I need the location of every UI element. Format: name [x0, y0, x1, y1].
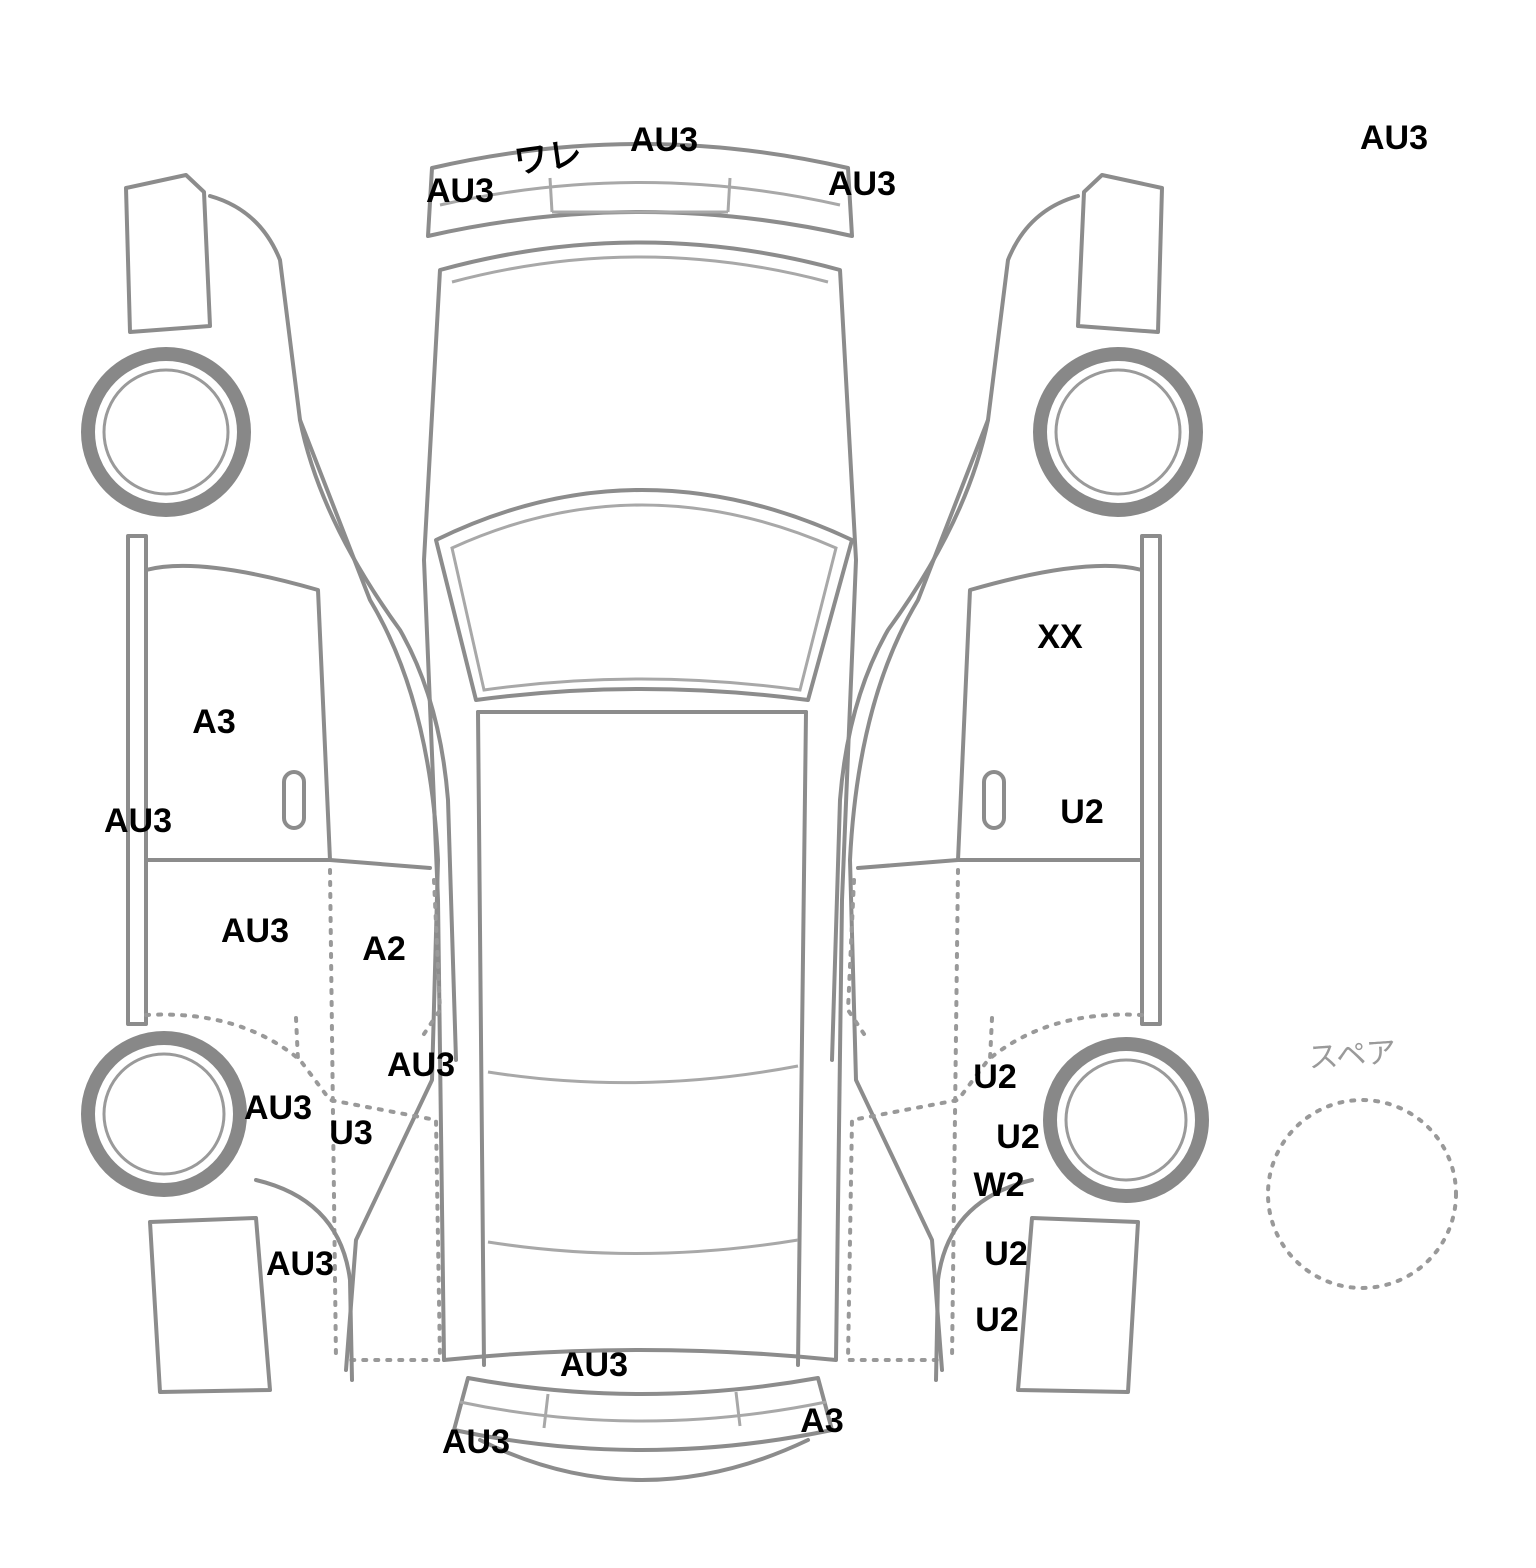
- spare-tire-icon: [1266, 1098, 1458, 1290]
- right-side-car: [830, 173, 1209, 1394]
- right-front-wheel: [1033, 347, 1203, 517]
- mark-left-quarter-mid: AU3: [243, 1089, 313, 1127]
- mark-left-quarter-lower: AU3: [265, 1245, 335, 1283]
- mark-left-front-door: A3: [192, 703, 236, 741]
- mark-right-quarter-4: U2: [975, 1301, 1019, 1339]
- mark-front-bumper-crack: ワレ: [511, 134, 585, 182]
- mark-corner: AU3: [1359, 119, 1429, 157]
- mark-right-quarter-1: U2: [973, 1058, 1017, 1096]
- left-rear-wheel: [81, 1031, 247, 1197]
- mark-right-quarter-3: U2: [984, 1235, 1028, 1273]
- mark-right-quarter-2: U2: [996, 1118, 1040, 1156]
- top-view-car: [422, 142, 858, 1482]
- rear-bumper: [452, 1376, 834, 1452]
- mark-left-quarter-u3: U3: [329, 1114, 373, 1152]
- mark-left-pillar: AU3: [103, 802, 173, 840]
- mark-rear-bumper-center: AU3: [559, 1346, 629, 1384]
- mark-left-rear-door-edge: A2: [362, 930, 406, 968]
- left-side-car: [81, 173, 458, 1394]
- mark-rear-bumper-left: AU3: [441, 1423, 511, 1461]
- spare-label: スペア: [1307, 1034, 1398, 1077]
- right-rear-wheel: [1043, 1037, 1209, 1203]
- left-front-wheel: [81, 347, 251, 517]
- mark-rear-bumper-right: A3: [800, 1402, 844, 1440]
- mark-left-rear-door: AU3: [220, 912, 290, 950]
- front-bumper: [426, 142, 854, 238]
- mark-right-front-door-lower: U2: [1060, 793, 1104, 831]
- windshield: [434, 488, 854, 702]
- mark-left-quarter-upper: AU3: [386, 1046, 456, 1084]
- body-outline: [422, 240, 858, 1362]
- mark-front-bumper-center: AU3: [629, 121, 699, 159]
- mark-front-bumper-right: AU3: [827, 165, 897, 203]
- mark-front-bumper-left: AU3: [425, 172, 495, 210]
- mark-right-quarter-w2: W2: [973, 1166, 1025, 1204]
- mark-right-front-door: XX: [1037, 618, 1083, 656]
